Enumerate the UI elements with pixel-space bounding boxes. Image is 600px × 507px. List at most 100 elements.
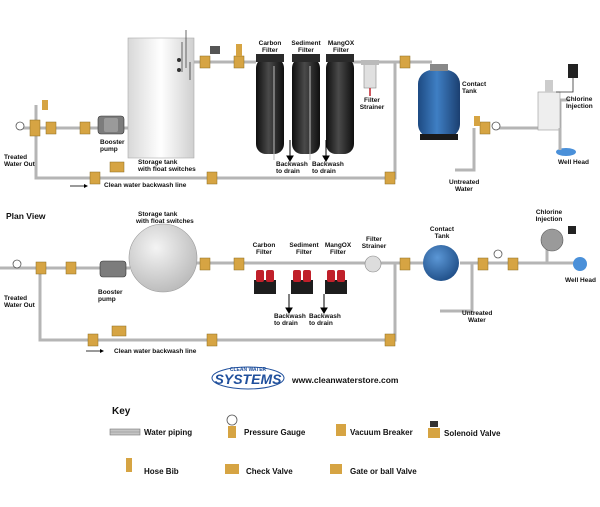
- brand-url[interactable]: www.cleanwaterstore.com: [291, 375, 399, 385]
- plan-chlorine: [540, 226, 576, 252]
- plan-treated-label-1: Treated: [4, 295, 27, 302]
- plan-booster-label-1: Booster: [98, 289, 123, 296]
- plan-backwash-arrows: [285, 294, 328, 314]
- key-water-piping-label: Water piping: [144, 428, 192, 437]
- key-vacuum-breaker-label: Vacuum Breaker: [350, 428, 413, 437]
- plan-storage-label-2: with float switches: [135, 218, 194, 225]
- top-untreated-label-1: Untreated: [449, 179, 479, 186]
- plan-contact-tank: [423, 245, 459, 281]
- top-mangox-label-2: Filter: [333, 47, 349, 54]
- plan-sediment-filter: [291, 270, 313, 294]
- key-pressure-gauge: Pressure Gauge: [226, 414, 306, 438]
- top-well-head: [556, 128, 576, 156]
- brand-name: SYSTEMS: [215, 371, 283, 387]
- top-backwash1-label-2: to drain: [276, 168, 300, 175]
- plan-booster-label-2: pump: [98, 296, 116, 303]
- plan-well-head: [573, 257, 587, 271]
- plan-view-title: Plan View: [6, 211, 46, 221]
- brand-logo: CLEAN WATER SYSTEMS www.cleanwaterstore.…: [211, 366, 399, 390]
- plan-filters: [254, 270, 347, 294]
- plan-chlorine-label-1: Chlorine: [536, 209, 563, 216]
- plan-backwash2-label-2: to drain: [309, 320, 333, 327]
- storage-tank: [127, 30, 195, 159]
- plan-contact-label-2: Tank: [435, 233, 450, 240]
- top-storage-label-1: Storage tank: [138, 159, 178, 166]
- top-filter-strainer: [361, 60, 379, 96]
- top-contact-label-2: Tank: [462, 88, 477, 95]
- key-pressure-gauge-label: Pressure Gauge: [244, 428, 306, 437]
- top-contact-tank: [418, 64, 460, 140]
- top-clean-line-label: Clean water backwash line: [104, 182, 187, 189]
- key-hose-bib-label: Hose Bib: [144, 467, 179, 476]
- plan-strainer-label-1: Filter: [366, 236, 382, 243]
- key-solenoid-valve: Solenoid Valve: [428, 421, 501, 438]
- top-sediment-label-1: Sediment: [291, 40, 321, 47]
- top-storage-label-2: with float switches: [137, 166, 196, 173]
- plan-untreated-label-1: Untreated: [462, 310, 492, 317]
- plan-sediment-label-2: Filter: [296, 249, 312, 256]
- mangox-filter-tank: [326, 58, 354, 154]
- key-gate-valve: Gate or ball Valve: [330, 464, 417, 476]
- top-chlorine: [537, 64, 578, 131]
- top-flow-arrow: [70, 184, 88, 188]
- top-backwash2-label-2: to drain: [312, 168, 336, 175]
- top-untreated-label-2: Water: [455, 186, 473, 193]
- top-chlorine-label-2: Injection: [566, 103, 593, 110]
- top-strainer-label-1: Filter: [364, 97, 380, 104]
- plan-brass-fittings: [35, 257, 519, 347]
- plan-storage-tank: [128, 223, 198, 293]
- key-check-valve: Check Valve: [225, 464, 293, 476]
- top-well-head-label: Well Head: [558, 159, 589, 166]
- top-booster-label-1: Booster: [100, 139, 125, 146]
- plan-carbon-label-2: Filter: [256, 249, 272, 256]
- plan-well-head-label: Well Head: [565, 277, 596, 284]
- top-treated-label-2: Water Out: [4, 161, 36, 168]
- top-mangox-label-1: MangOX: [328, 40, 355, 47]
- key-check-valve-label: Check Valve: [246, 467, 293, 476]
- gate-valve-icon: [330, 464, 342, 474]
- key-legend: Key Water piping Pressure Gauge Vacuum B…: [109, 406, 501, 476]
- plan-backwash1-label-1: Backwash: [274, 313, 306, 320]
- brand-tag: CLEAN WATER: [230, 367, 267, 373]
- plan-booster-pump: [99, 260, 127, 278]
- plan-carbon-filter: [254, 270, 276, 294]
- gauge-icon: [226, 414, 238, 426]
- plan-flow-arrow: [86, 349, 104, 353]
- top-contact-label-1: Contact: [462, 81, 487, 88]
- top-brass-fittings: [29, 55, 491, 185]
- top-booster-label-2: pump: [100, 146, 118, 153]
- plan-view: Plan View: [0, 209, 596, 355]
- top-carbon-label-2: Filter: [262, 47, 278, 54]
- key-water-piping: Water piping: [109, 428, 192, 437]
- plan-sediment-label-1: Sediment: [289, 242, 319, 249]
- carbon-filter-tank: [256, 58, 284, 154]
- top-gauges: [15, 121, 501, 131]
- plan-backwash2-label-1: Backwash: [309, 313, 341, 320]
- plan-mangox-label-1: MangOX: [325, 242, 352, 249]
- vacuum-breaker-icon: [336, 424, 346, 436]
- plan-mangox-label-2: Filter: [330, 249, 346, 256]
- plan-treated-label-2: Water Out: [4, 302, 36, 309]
- top-backwash1-label-1: Backwash: [276, 161, 308, 168]
- key-solenoid-valve-label: Solenoid Valve: [444, 429, 501, 438]
- top-strainer-label-2: Strainer: [360, 104, 385, 111]
- plan-filter-strainer: [364, 255, 382, 273]
- plan-mangox-filter: [325, 270, 347, 294]
